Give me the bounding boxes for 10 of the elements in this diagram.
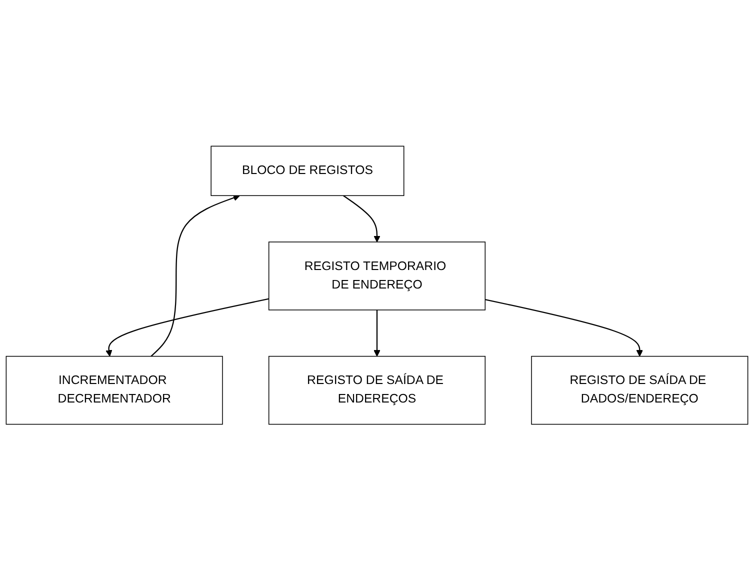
node-box: REGISTO DE SAÍDA DE DADOS/ENDEREÇO [531, 356, 748, 425]
node-box: REGISTO TEMPORARIO DE ENDEREÇO [268, 242, 486, 311]
node-box: INCREMENTADOR DECREMENTADOR [6, 356, 223, 425]
node-box: REGISTO DE SAÍDA DE ENDEREÇOS [268, 356, 486, 425]
node-box: BLOCO DE REGISTOS [210, 146, 404, 196]
arrow [485, 299, 644, 357]
arrow [150, 194, 240, 357]
arrow [106, 298, 269, 357]
arrow [374, 310, 380, 357]
arrow [343, 195, 380, 243]
